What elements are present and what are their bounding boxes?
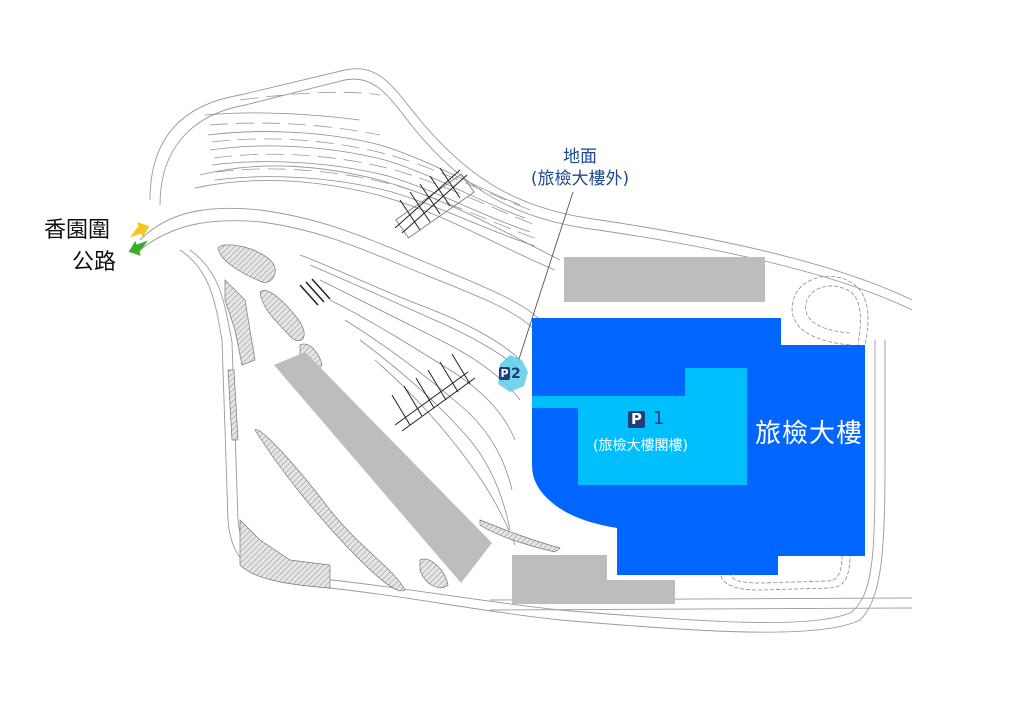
building-north-block: [564, 257, 765, 302]
ground-parking-leader-line: [517, 191, 574, 363]
parking-p1-subtitle: (旅檢大樓閣樓): [593, 438, 688, 454]
ground-parking-lanes: [204, 112, 536, 546]
ground-parking-label: 地面 (旅檢大樓外): [515, 146, 645, 190]
building-south-block: [512, 555, 675, 604]
terminal-building-label: 旅檢大樓: [755, 419, 864, 449]
ground-parking-label-line1: 地面: [563, 147, 597, 167]
site-boundary-roads: [139, 68, 913, 633]
road-entry-label-line2: 公路: [72, 250, 117, 275]
building-long-diagonal: [274, 352, 492, 583]
ground-parking-label-line2: (旅檢大樓外): [530, 169, 630, 189]
landscape-islands: [217, 244, 561, 592]
loop-road-southeast: [719, 554, 851, 591]
parking-p2-number: 2: [511, 366, 521, 382]
outbound-arrow-icon: [128, 240, 148, 256]
parking-p1-number: 1: [653, 408, 665, 429]
road-entry-label-line1: 香園圍: [44, 218, 111, 243]
gray-buildings: [274, 257, 765, 604]
ground-parking-highlight: [498, 355, 528, 392]
bus-bay-upper: [394, 167, 475, 239]
bus-bay-lower: [391, 353, 476, 432]
toll-lanes: [299, 278, 331, 306]
inbound-arrow-icon: [130, 222, 150, 238]
parking-p2-icon[interactable]: P: [499, 367, 510, 380]
loop-road-northeast: [791, 276, 869, 346]
lane-markings: [209, 91, 541, 241]
parking-p1-icon[interactable]: P: [628, 411, 645, 428]
